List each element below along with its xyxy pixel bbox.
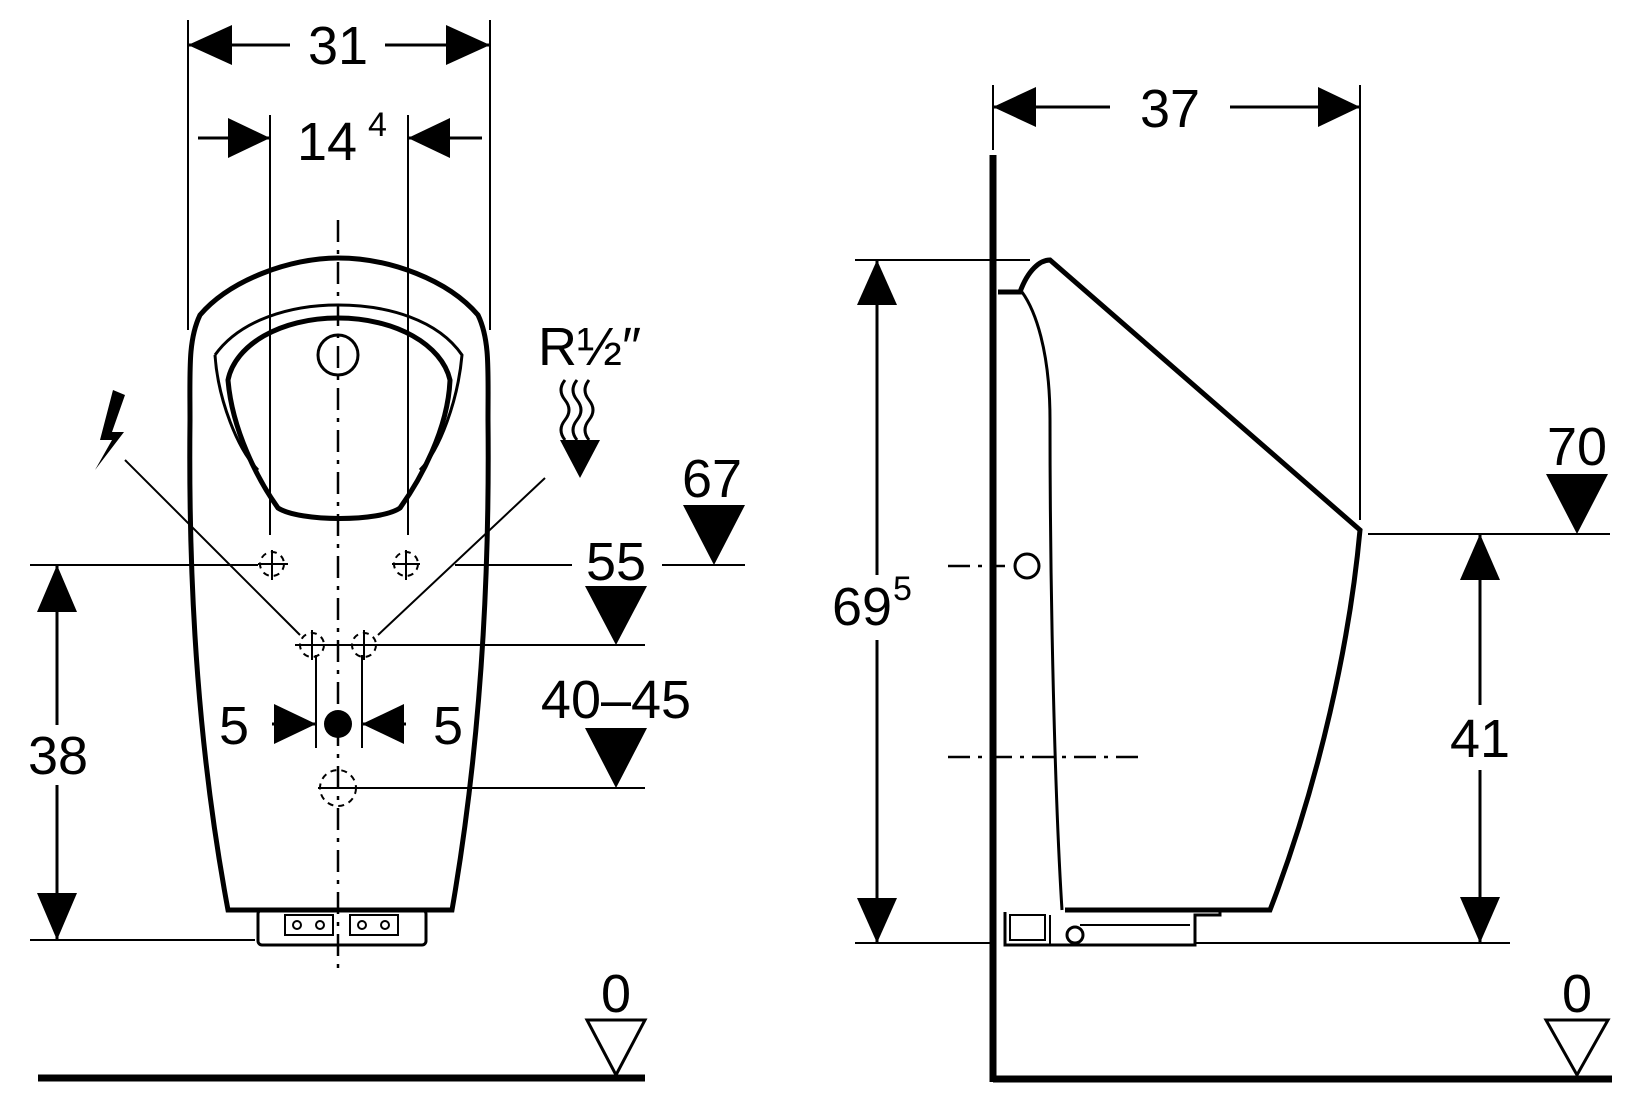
front-view: 31 14 4 [20, 16, 745, 1082]
height-main-label: 69 [832, 577, 892, 637]
urinal-front-body [187, 255, 491, 947]
level-70-label: 70 [1547, 417, 1607, 477]
urinal-side-body [998, 257, 1363, 947]
width-inner-superscript: 4 [368, 106, 387, 144]
floor-zero-label: 0 [601, 964, 631, 1024]
depth-label: 37 [1140, 79, 1200, 139]
arrow-left-icon [188, 25, 232, 65]
width-overall-label: 31 [308, 16, 368, 76]
thread-label: R½″ [538, 317, 641, 377]
level-70-marker: 70 [1368, 417, 1610, 535]
height-38-label: 38 [28, 726, 88, 786]
dimension-41: 41 [1195, 534, 1523, 944]
offset-left-label: 5 [219, 696, 249, 756]
dimension-37: 37 [992, 79, 1361, 520]
side-view: 37 69 5 [822, 79, 1612, 1083]
width-inner-label: 14 [297, 112, 357, 172]
lightning-icon [95, 390, 125, 470]
dimension-38: 38 [20, 565, 95, 940]
height-superscript: 5 [893, 570, 912, 608]
level-67-marker: 67 [682, 449, 745, 565]
level-67-label: 67 [682, 449, 742, 509]
level-55-label: 55 [586, 532, 646, 592]
level-40-45-marker: 40–45 [541, 670, 691, 788]
arrow-right-icon [446, 25, 490, 65]
dimension-14-4: 14 4 [198, 106, 482, 535]
heat-wave-icon [559, 379, 595, 441]
leader-lines: R½″ [95, 317, 641, 636]
drain-outlet [324, 710, 352, 738]
dimension-31: 31 [187, 16, 491, 330]
arrow-left-icon [408, 118, 450, 158]
level-40-45-label: 40–45 [541, 670, 691, 730]
floor-zero-marker: 0 [584, 964, 648, 1079]
offset-dimension: 5 5 [219, 655, 463, 756]
offset-right-label: 5 [433, 696, 463, 756]
arrow-down-icon [560, 440, 600, 478]
arrow-right-icon [228, 118, 270, 158]
level-55-marker: 55 [585, 532, 647, 645]
floor-zero-marker-side: 0 [1543, 964, 1611, 1079]
floor-zero-side-label: 0 [1562, 964, 1592, 1024]
height-41-label: 41 [1450, 709, 1510, 769]
dimension-69-5: 69 5 [822, 259, 1030, 944]
wall-inlet-circle [1013, 552, 1041, 580]
